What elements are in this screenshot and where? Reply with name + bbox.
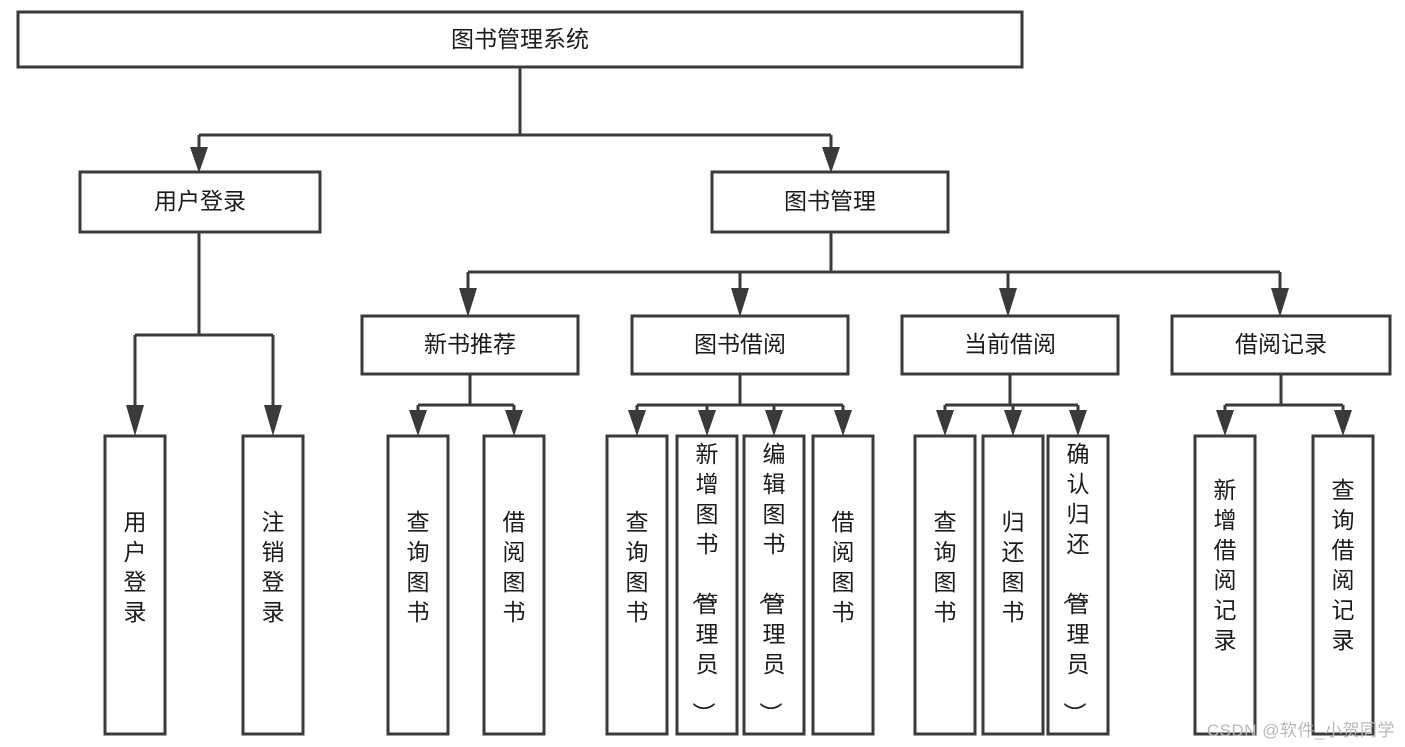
leaf-newbook-borrow-book-label: 借阅图书 [503, 509, 526, 625]
node-user-login-label: 用户登录 [154, 188, 246, 214]
arrow-head-currentborrow-leaf-2 [1004, 410, 1022, 436]
arrow-head-user-login [190, 147, 208, 173]
leaf-currentborrow-query-book[interactable]: 查询图书 [913, 434, 977, 736]
leaf-bookborrow-borrow-book-label: 借阅图书 [832, 509, 855, 625]
leaf-newbook-borrow-book[interactable]: 借阅图书 [482, 434, 546, 736]
leaf-currentborrow-query-book-label: 查询图书 [934, 509, 957, 625]
leaf-bookborrow-edit-book-label: 编辑图书（管理员） [758, 441, 786, 725]
leaf-borrowrecord-query-record-label: 查询借阅记录 [1332, 477, 1355, 653]
node-book-borrow[interactable]: 图书借阅 [630, 314, 850, 376]
arrow-head-newbook-leaf-2 [505, 410, 523, 436]
node-user-login[interactable]: 用户登录 [78, 170, 322, 234]
leaf-borrowrecord-add-record[interactable]: 新增借阅记录 [1193, 434, 1257, 736]
node-current-borrow-label: 当前借阅 [964, 331, 1056, 357]
leaf-bookborrow-query-book-label: 查询图书 [626, 509, 649, 625]
leaf-currentborrow-return-book-label: 归还图书 [1002, 509, 1025, 625]
arrow-head-newbook-leaf-1 [409, 410, 427, 436]
node-root-system-label: 图书管理系统 [451, 26, 589, 52]
arrow-head-bookborrow-leaf-3 [765, 410, 783, 436]
leaf-bookborrow-borrow-book[interactable]: 借阅图书 [811, 434, 875, 736]
leaf-bookborrow-edit-book[interactable]: 编辑图书（管理员） [742, 434, 806, 736]
node-book-borrow-label: 图书借阅 [694, 331, 786, 357]
arrow-head-currentborrow-leaf-3 [1069, 410, 1087, 436]
arrow-head-book-manage [822, 147, 840, 173]
leaf-bookborrow-query-book[interactable]: 查询图书 [605, 434, 669, 736]
leaf-bookborrow-add-book-label: 新增图书（管理员） [691, 441, 719, 725]
leaf-user-login-login[interactable]: 用户登录 [103, 434, 167, 736]
arrow-head-leaf-user-login [126, 405, 144, 436]
leaf-borrowrecord-add-record-label: 新增借阅记录 [1214, 477, 1237, 653]
node-borrow-record-label: 借阅记录 [1235, 331, 1327, 357]
arrow-head-leaf-logout [264, 405, 282, 436]
csdn-watermark: CSDN @软件_小贺同学 [1206, 721, 1395, 740]
arrow-head-book-borrow [731, 288, 749, 317]
node-root-system[interactable]: 图书管理系统 [16, 10, 1024, 69]
leaf-newbook-query-book[interactable]: 查询图书 [386, 434, 450, 736]
leaf-newbook-query-book-label: 查询图书 [407, 509, 430, 625]
arrow-head-borrow-record [1271, 288, 1289, 317]
leaf-currentborrow-confirm-return[interactable]: 确认归还（管理员） [1046, 434, 1110, 736]
leaf-currentborrow-confirm-return-label: 确认归还（管理员） [1062, 441, 1090, 725]
arrow-head-new-book [459, 288, 477, 317]
leaf-user-login-login-label: 用户登录 [124, 509, 147, 625]
arrow-head-bookborrow-leaf-1 [628, 410, 646, 436]
node-new-book-recommend[interactable]: 新书推荐 [360, 314, 580, 376]
node-current-borrow[interactable]: 当前借阅 [900, 314, 1120, 376]
arrow-head-bookborrow-leaf-2 [698, 410, 716, 436]
arrow-head-borrowrecord-leaf-1 [1216, 410, 1234, 436]
arrow-head-current-borrow [999, 288, 1017, 317]
leaf-borrowrecord-query-record[interactable]: 查询借阅记录 [1311, 434, 1375, 736]
arrow-head-bookborrow-leaf-4 [834, 410, 852, 436]
node-new-book-recommend-label: 新书推荐 [424, 331, 516, 357]
node-book-management[interactable]: 图书管理 [710, 170, 950, 234]
arrow-head-borrowrecord-leaf-2 [1334, 410, 1352, 436]
leaf-bookborrow-add-book[interactable]: 新增图书（管理员） [675, 434, 739, 736]
arrow-head-currentborrow-leaf-1 [936, 410, 954, 436]
connector-layer [126, 67, 1352, 436]
leaf-user-login-logout[interactable]: 注销登录 [241, 434, 305, 736]
node-borrow-record[interactable]: 借阅记录 [1170, 314, 1392, 376]
leaf-currentborrow-return-book[interactable]: 归还图书 [981, 434, 1045, 736]
node-book-management-label: 图书管理 [784, 188, 876, 214]
leaf-user-login-logout-label: 注销登录 [262, 509, 285, 625]
